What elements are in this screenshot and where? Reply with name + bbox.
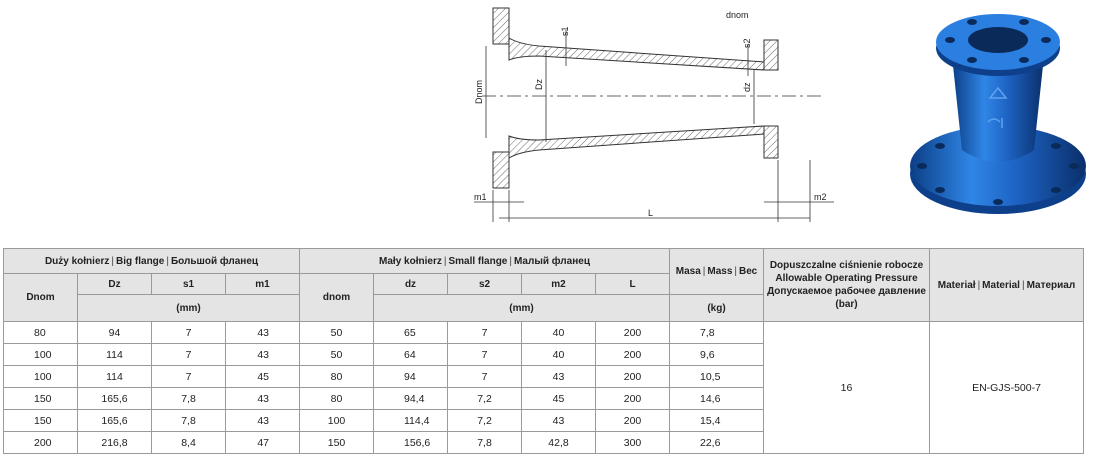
- technical-drawing: s1 s2 Dnom Dz dz dnom m1 m2 L: [474, 7, 834, 222]
- cell-m2: 43: [521, 365, 596, 388]
- cell-m1: 45: [225, 365, 300, 388]
- cell-Dz: 114: [77, 343, 152, 366]
- drawing-label-dz: dz: [742, 82, 752, 92]
- cell-dz: 65: [373, 321, 448, 344]
- drawing-label-Dnom: Dnom: [474, 80, 484, 104]
- table-row: 100 114 7 43 50 64 7 40 200 9,6: [3, 343, 1084, 366]
- cell-m2: 45: [521, 387, 596, 410]
- cell-dz: 156,6: [373, 431, 448, 454]
- cell-mass: 10,5: [669, 365, 764, 388]
- cell-m1: 43: [225, 321, 300, 344]
- cell-s2: 7: [447, 365, 522, 388]
- cell-Dz: 165,6: [77, 387, 152, 410]
- cell-mass: 15,4: [669, 409, 764, 432]
- column-header-s2: s2: [447, 273, 522, 295]
- drawing-label-s2: s2: [742, 38, 752, 48]
- cell-m1: 47: [225, 431, 300, 454]
- cell-dz: 64: [373, 343, 448, 366]
- cell-s1: 7: [151, 321, 226, 344]
- cell-L: 200: [595, 409, 670, 432]
- table-row: 100 114 7 45 80 94 7 43 200 10,5: [3, 365, 1084, 388]
- cell-L: 200: [595, 365, 670, 388]
- unit-mm-left: (mm): [77, 294, 300, 322]
- cell-Dz: 216,8: [77, 431, 152, 454]
- cell-Dnom: 150: [3, 409, 78, 432]
- drawing-label-m1: m1: [474, 192, 487, 202]
- cell-Dnom: 150: [3, 387, 78, 410]
- cell-Dnom: 200: [3, 431, 78, 454]
- specification-table: Duży kołnierz|Big flange|Большой фланец …: [3, 248, 1084, 454]
- cell-s2: 7: [447, 321, 522, 344]
- cell-Dz: 165,6: [77, 409, 152, 432]
- column-header-dnom: dnom: [299, 273, 374, 322]
- column-header-dz: dz: [373, 273, 448, 295]
- mass-header: Masa|Mass|Вес: [669, 248, 764, 295]
- cell-dnom: 50: [299, 343, 374, 366]
- cell-dnom: 80: [299, 365, 374, 388]
- cell-s1: 7,8: [151, 409, 226, 432]
- column-header-L: L: [595, 273, 670, 295]
- cell-L: 300: [595, 431, 670, 454]
- cell-s2: 7,2: [447, 409, 522, 432]
- cell-m1: 43: [225, 343, 300, 366]
- cell-Dnom: 100: [3, 343, 78, 366]
- drawing-label-m2: m2: [814, 192, 827, 202]
- cell-s2: 7,8: [447, 431, 522, 454]
- cell-mass: 22,6: [669, 431, 764, 454]
- cell-s1: 7: [151, 343, 226, 366]
- cell-dz: 94: [373, 365, 448, 388]
- cell-pressure: 16: [763, 321, 930, 454]
- cell-dz: 94,4: [373, 387, 448, 410]
- column-header-m2: m2: [521, 273, 596, 295]
- cell-material: EN-GJS-500-7: [929, 321, 1084, 454]
- cell-Dnom: 100: [3, 365, 78, 388]
- cell-dz: 114,4: [373, 409, 448, 432]
- table-row: 200 216,8 8,4 47 150 156,6 7,8 42,8 300 …: [3, 431, 1084, 454]
- cell-Dz: 94: [77, 321, 152, 344]
- cell-s2: 7: [447, 343, 522, 366]
- cell-L: 200: [595, 387, 670, 410]
- drawing-label-L: L: [648, 208, 653, 218]
- cell-mass: 7,8: [669, 321, 764, 344]
- small-flange-group-header: Mały kołnierz|Small flange|Малый фланец: [299, 248, 670, 274]
- table-row: 80 94 7 43 50 65 7 40 200 7,8 16 EN-GJS-…: [3, 321, 1084, 454]
- cell-dnom: 50: [299, 321, 374, 344]
- unit-mm-right: (mm): [373, 294, 670, 322]
- table-body: 80 94 7 43 50 65 7 40 200 7,8 16 EN-GJS-…: [3, 321, 1084, 454]
- product-photo: [910, 14, 1086, 214]
- cell-dnom: 150: [299, 431, 374, 454]
- cell-m2: 40: [521, 321, 596, 344]
- cell-dnom: 80: [299, 387, 374, 410]
- cell-m2: 42,8: [521, 431, 596, 454]
- cell-s1: 8,4: [151, 431, 226, 454]
- cell-Dnom: 80: [3, 321, 78, 344]
- drawing-label-s1: s1: [560, 26, 570, 36]
- drawing-label-dnom: dnom: [726, 10, 749, 20]
- cell-s1: 7: [151, 365, 226, 388]
- cell-m2: 43: [521, 409, 596, 432]
- cell-mass: 9,6: [669, 343, 764, 366]
- material-header: Materiał|Material|Материал: [929, 248, 1084, 322]
- big-flange-group-header: Duży kołnierz|Big flange|Большой фланец: [3, 248, 300, 274]
- column-header-Dnom: Dnom: [3, 273, 78, 322]
- table-row: 150 165,6 7,8 43 100 114,4 7,2 43 200 15…: [3, 409, 1084, 432]
- cell-m1: 43: [225, 387, 300, 410]
- cell-s2: 7,2: [447, 387, 522, 410]
- cell-dnom: 100: [299, 409, 374, 432]
- table-header: Duży kołnierz|Big flange|Большой фланец …: [3, 248, 1084, 322]
- pressure-header: Dopuszczalne ciśnienie robocze Allowable…: [763, 248, 930, 322]
- cell-L: 200: [595, 343, 670, 366]
- drawing-label-Dz: Dz: [534, 79, 544, 90]
- unit-kg: (kg): [669, 294, 764, 322]
- reducer-section: [474, 7, 834, 222]
- cell-m2: 40: [521, 343, 596, 366]
- cell-s1: 7,8: [151, 387, 226, 410]
- cell-m1: 43: [225, 409, 300, 432]
- cell-L: 200: [595, 321, 670, 344]
- column-header-s1: s1: [151, 273, 226, 295]
- cell-mass: 14,6: [669, 387, 764, 410]
- column-header-Dz: Dz: [77, 273, 152, 295]
- cell-Dz: 114: [77, 365, 152, 388]
- column-header-m1: m1: [225, 273, 300, 295]
